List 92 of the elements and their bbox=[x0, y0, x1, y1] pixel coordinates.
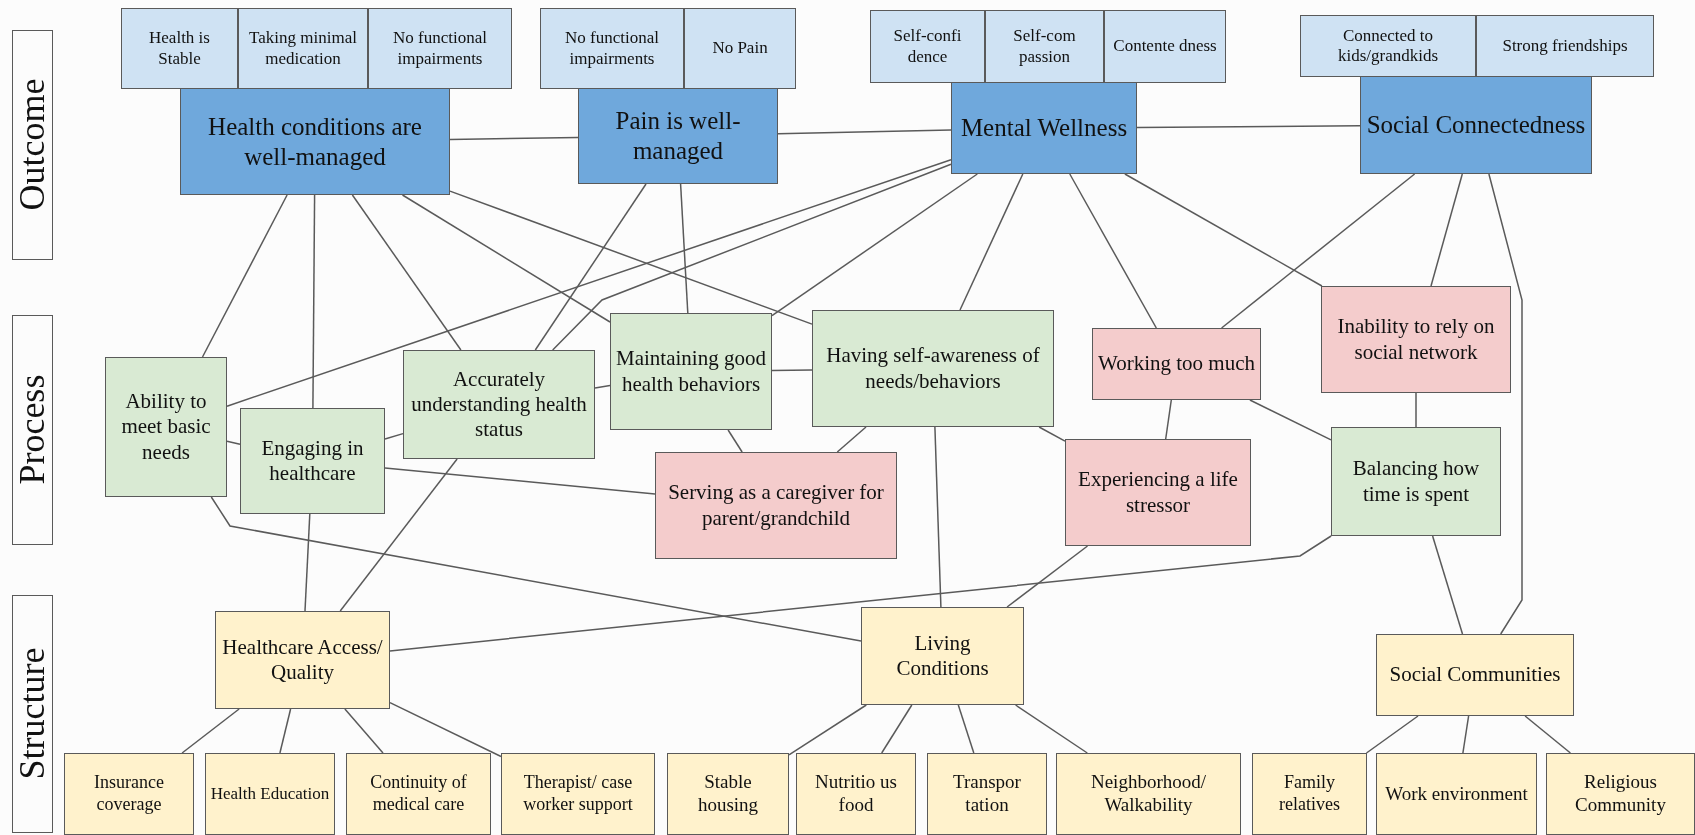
row-label-box bbox=[12, 595, 53, 833]
outcome-box: Health conditions are well-managed bbox=[180, 88, 450, 195]
connector-line bbox=[339, 458, 458, 612]
row-label-box bbox=[12, 315, 53, 545]
structure-factor-box: Nutritio us food bbox=[796, 753, 916, 835]
structure-factor-box: Transpor tation bbox=[927, 753, 1047, 835]
outcome-indicator: Connected to kids/grandkids bbox=[1300, 15, 1476, 77]
connector-line bbox=[226, 440, 241, 445]
outcome-box: Pain is well-managed bbox=[578, 88, 778, 184]
connector-line bbox=[279, 708, 292, 754]
structure-factor-box: Stable housing bbox=[667, 753, 789, 835]
structure-factor-box: Health Education bbox=[205, 753, 335, 835]
outcome-indicator: Strong friendships bbox=[1476, 15, 1654, 77]
connector-line bbox=[836, 426, 867, 453]
outcome-indicator: No functional impairments bbox=[540, 8, 684, 89]
outcome-box: Mental Wellness bbox=[951, 82, 1137, 174]
connector-line bbox=[551, 163, 952, 351]
connector-line bbox=[1431, 535, 1464, 635]
connector-line bbox=[389, 701, 502, 758]
process-box: Ability to meet basic needs bbox=[105, 357, 227, 497]
process-box: Balancing how time is spent bbox=[1331, 427, 1501, 536]
connector-line bbox=[384, 467, 656, 495]
connector-line bbox=[1249, 399, 1332, 441]
connector-line bbox=[1488, 173, 1523, 635]
connector-line bbox=[1124, 173, 1323, 287]
connector-line bbox=[771, 173, 979, 317]
connector-line bbox=[788, 704, 868, 756]
structure-factor-box: Work environment bbox=[1376, 753, 1537, 835]
connector-line bbox=[1136, 125, 1361, 129]
connector-line bbox=[534, 183, 647, 351]
connector-line bbox=[771, 369, 813, 372]
row-label: Outcome bbox=[10, 79, 53, 211]
process-box: Engaging in healthcare bbox=[240, 408, 385, 514]
outcome-indicator: Health is Stable bbox=[121, 8, 238, 89]
connector-line bbox=[449, 136, 579, 141]
connector-line bbox=[1069, 173, 1158, 329]
connector-line bbox=[449, 190, 813, 325]
connector-line bbox=[401, 194, 611, 323]
process-box: Having self-awareness of needs/behaviors bbox=[812, 310, 1054, 427]
structure-factor-box: Family relatives bbox=[1252, 753, 1367, 835]
process-box: Inability to rely on social network bbox=[1321, 286, 1511, 393]
structure-box: Social Communities bbox=[1376, 634, 1574, 716]
connector-line bbox=[594, 384, 611, 389]
outcome-indicator: Self-confi dence bbox=[870, 10, 985, 83]
row-label: Process bbox=[10, 375, 53, 485]
structure-box: Healthcare Access/ Quality bbox=[215, 611, 390, 709]
connector-line bbox=[384, 432, 404, 440]
outcome-indicator: Self-com passion bbox=[985, 10, 1104, 83]
connector-line bbox=[777, 129, 952, 135]
connector-line bbox=[344, 708, 384, 754]
process-box: Experiencing a life stressor bbox=[1065, 439, 1251, 546]
connector-line bbox=[1220, 173, 1416, 329]
connector-line bbox=[201, 194, 288, 358]
process-box: Working too much bbox=[1092, 328, 1261, 400]
connector-line bbox=[934, 426, 942, 608]
row-label-box bbox=[12, 30, 53, 260]
structure-factor-box: Continuity of medical care bbox=[346, 753, 491, 835]
connector-line bbox=[1430, 173, 1464, 287]
outcome-box: Social Connectedness bbox=[1360, 76, 1592, 174]
connector-line bbox=[959, 173, 1024, 311]
connector-line bbox=[1164, 399, 1173, 440]
structure-factor-box: Religious Community bbox=[1546, 753, 1695, 835]
outcome-indicator: No functional impairments bbox=[368, 8, 512, 89]
structure-box: Living Conditions bbox=[861, 607, 1024, 705]
connector-line bbox=[226, 158, 952, 407]
connector-line bbox=[312, 194, 316, 409]
row-label: Structure bbox=[10, 648, 53, 780]
structure-factor-box: Neighborhood/ Walkability bbox=[1056, 753, 1241, 835]
connector-line bbox=[1415, 392, 1417, 428]
connector-line bbox=[1365, 715, 1419, 754]
connector-line bbox=[304, 513, 311, 612]
connector-line bbox=[1014, 704, 1089, 754]
connector-line bbox=[181, 708, 240, 754]
outcome-indicator: Contente dness bbox=[1104, 10, 1226, 83]
structure-factor-box: Therapist/ case worker support bbox=[501, 753, 655, 835]
connector-line bbox=[389, 535, 1332, 652]
connector-line bbox=[210, 496, 862, 642]
outcome-indicator: No Pain bbox=[684, 8, 796, 89]
process-box: Maintaining good health behaviors bbox=[610, 313, 772, 430]
connector-line bbox=[727, 429, 743, 453]
connector-line bbox=[957, 704, 975, 754]
connector-line bbox=[1524, 715, 1572, 754]
process-box: Serving as a caregiver for parent/grandchild bbox=[655, 452, 897, 559]
structure-factor-box: Insurance coverage bbox=[64, 753, 194, 835]
connector-line bbox=[880, 704, 913, 754]
connector-line bbox=[1038, 426, 1066, 442]
connector-line bbox=[351, 194, 462, 351]
connector-line bbox=[1462, 715, 1470, 754]
outcome-indicator: Taking minimal medication bbox=[238, 8, 368, 89]
connector-line bbox=[1006, 545, 1089, 608]
connector-line bbox=[679, 183, 689, 314]
process-box: Accurately understanding health status bbox=[403, 350, 595, 459]
